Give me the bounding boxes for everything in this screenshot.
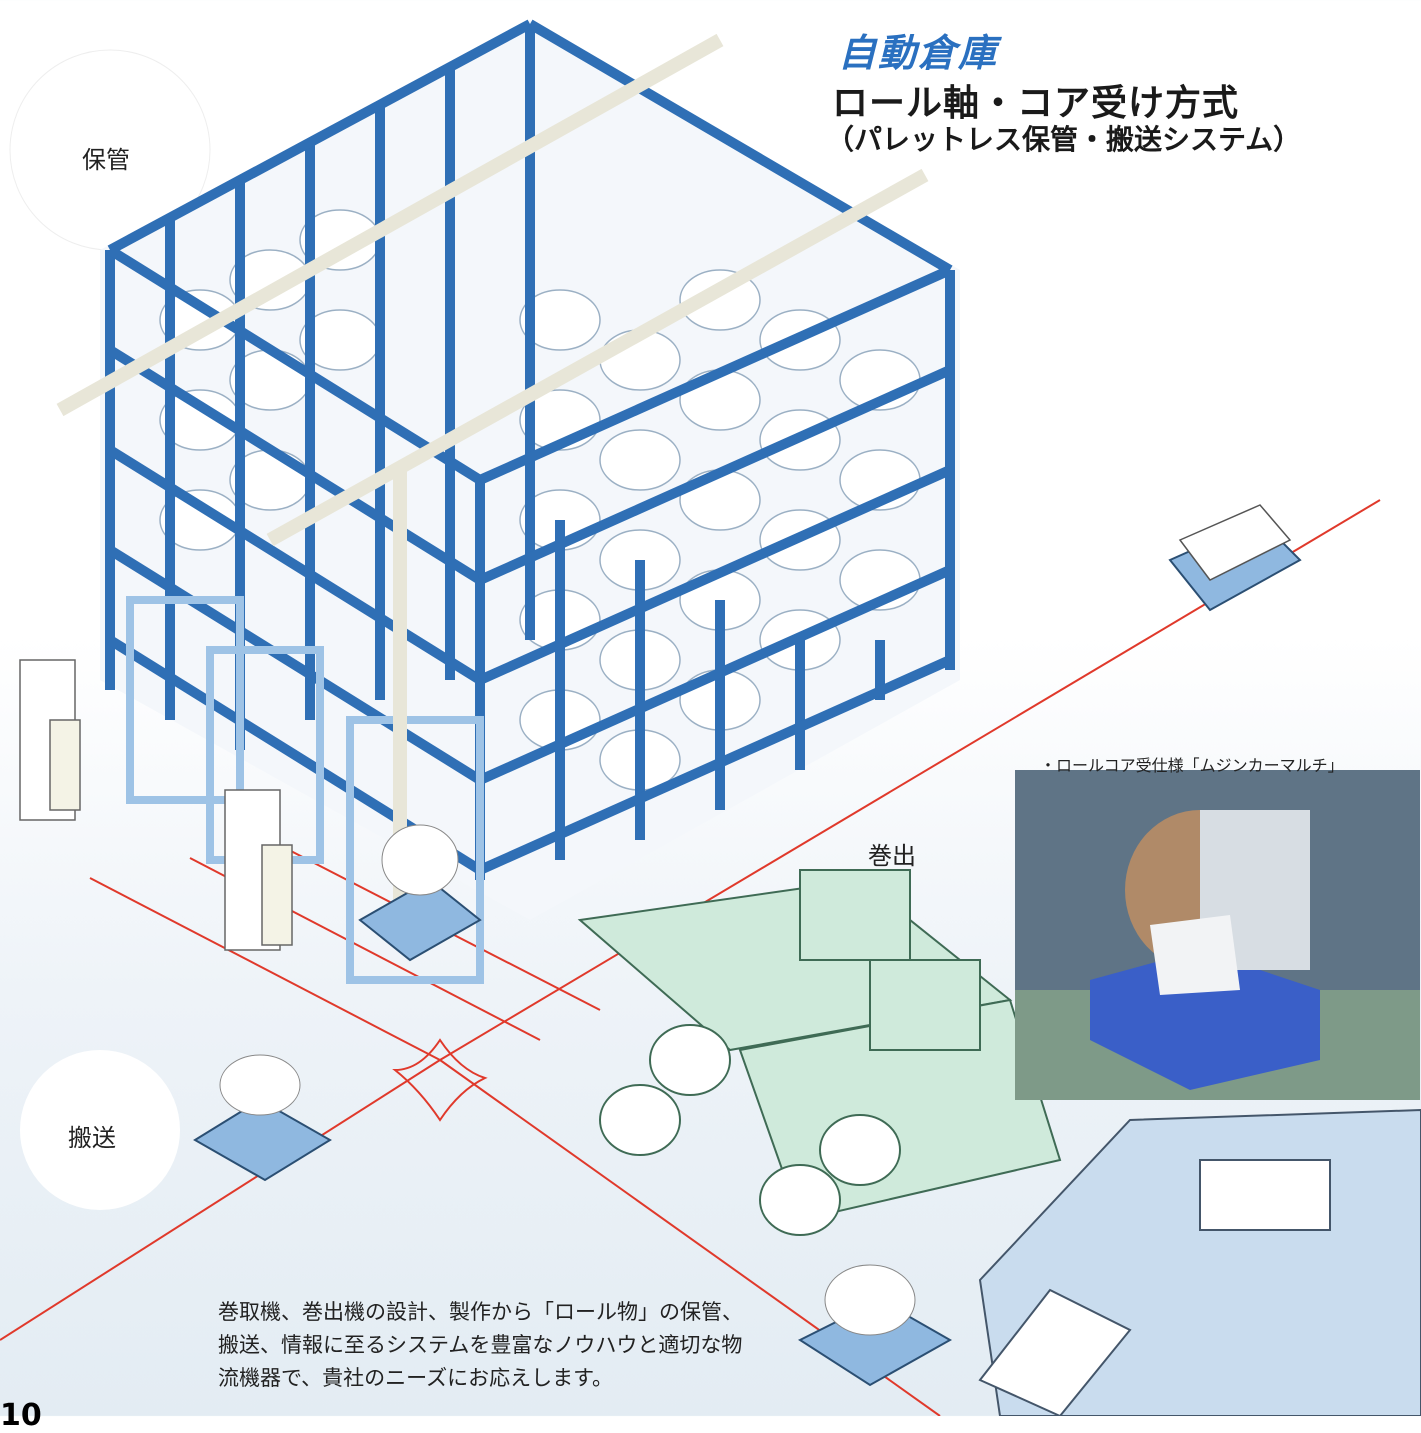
load-stations	[126, 470, 484, 984]
agv-right	[1168, 504, 1302, 612]
description-text: 巻取機、巻出機の設計、製作から「ロール物」の保管、搬送、情報に至るシステムを豊富…	[218, 1300, 743, 1390]
label-transport: 搬送	[68, 1124, 116, 1152]
agv-bottom	[797, 1264, 953, 1387]
storage-rack	[56, 19, 960, 920]
photo-caption: ・ロールコア受仕様「ムジンカーマルチ」	[1040, 756, 1344, 775]
unwinding-machines	[577, 869, 1062, 1236]
label-storage: 保管	[82, 146, 130, 174]
control-terminals	[19, 659, 293, 951]
label-unwind: 巻出	[868, 842, 916, 870]
agv-left	[193, 1054, 332, 1182]
product-photo	[1015, 770, 1420, 1100]
agv-station	[358, 824, 482, 962]
title-main: 自動倉庫	[838, 31, 999, 75]
title-subtitle: （パレットレス保管・搬送システム）	[826, 123, 1302, 156]
transport-bubble	[20, 1050, 180, 1210]
title-sub: ロール軸・コア受け方式	[832, 83, 1240, 124]
winding-machine	[978, 1108, 1421, 1416]
agv-vehicles	[193, 504, 1302, 1387]
